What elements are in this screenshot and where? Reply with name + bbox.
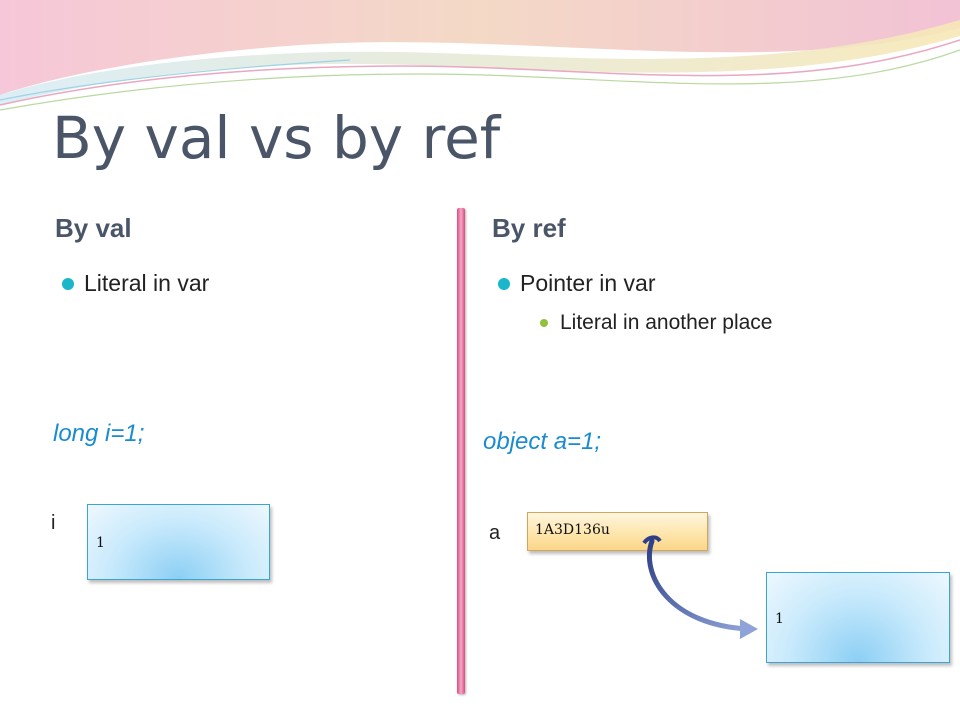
by-val-value-text: 1 [96, 535, 105, 551]
by-ref-code: object a=1; [483, 428, 602, 455]
by-ref-heading: By ref [492, 213, 566, 243]
by-ref-var-name: a [489, 522, 501, 544]
by-ref-sub-bullet: Literal in another place [540, 311, 772, 335]
by-ref-target-box: 1 [766, 572, 950, 663]
by-val-code: long i=1; [53, 420, 145, 447]
sub-bullet-dot-icon [540, 319, 548, 327]
bullet-dot-icon [498, 277, 510, 290]
column-divider [457, 208, 465, 694]
pointer-arrow-icon [642, 535, 758, 639]
by-val-bullet-text: Literal in var [84, 270, 210, 296]
pointer-value-text: 1A3D136u [535, 522, 610, 538]
bullet-dot-icon [62, 277, 74, 290]
slide-title: By val vs by ref [52, 104, 501, 172]
by-ref-bullet-text: Pointer in var [520, 270, 656, 296]
by-val-var-name: i [51, 512, 56, 534]
by-ref-target-text: 1 [775, 611, 784, 627]
by-ref-bullet: Pointer in var [498, 270, 656, 297]
pointer-box: 1A3D136u [527, 512, 708, 551]
by-ref-sub-bullet-text: Literal in another place [560, 311, 773, 334]
by-val-value-box: 1 [87, 504, 270, 580]
by-val-bullet: Literal in var [62, 270, 209, 297]
by-val-heading: By val [55, 213, 132, 243]
header-decoration [0, 0, 960, 111]
